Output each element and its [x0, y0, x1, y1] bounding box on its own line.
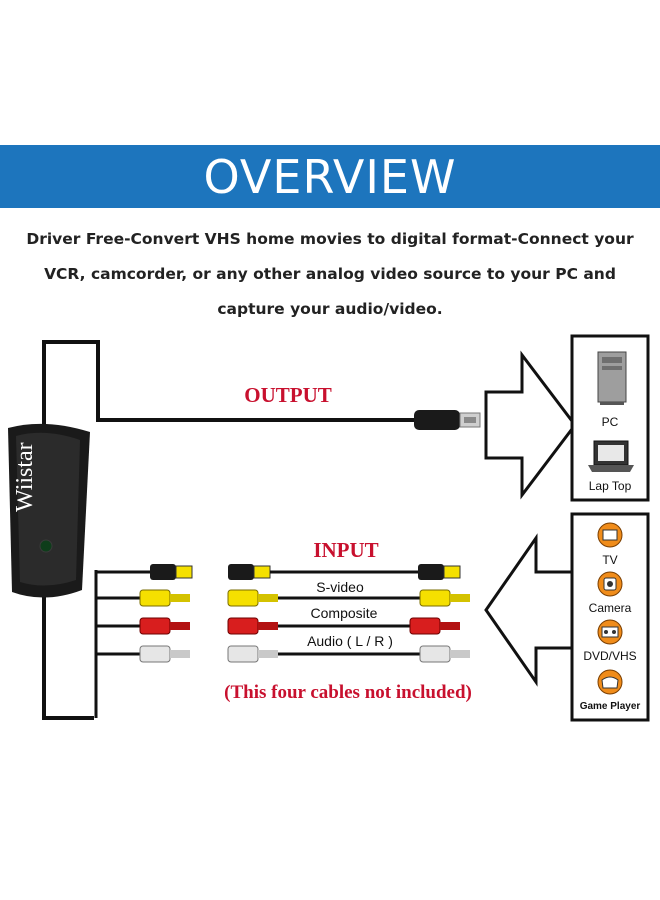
input-label: INPUT	[313, 538, 378, 562]
pc-tower-icon	[597, 351, 627, 405]
cable-row-composite	[96, 589, 470, 607]
output-targets-box: PC Lap Top	[570, 334, 650, 502]
camera-icon	[597, 571, 623, 597]
input-arrow	[484, 533, 574, 687]
intro-line-2: VCR, camcorder, or any other analog vide…	[44, 265, 616, 283]
device-brand: Wiistar	[12, 442, 38, 512]
source-label-tv: TV	[602, 553, 617, 567]
output-arrow	[484, 350, 577, 500]
cable-row-svideo	[96, 564, 461, 580]
input-sources-box: TV Camera DVD/VHS Game Player	[570, 512, 650, 722]
intro-line-3: capture your audio/video.	[217, 300, 443, 318]
input-cable	[42, 595, 94, 720]
intro-text: Driver Free-Convert VHS home movies to d…	[10, 222, 650, 327]
usb-plug	[414, 410, 481, 430]
output-label: OUTPUT	[244, 383, 332, 407]
overview-banner: OVERVIEW	[0, 145, 660, 208]
cables-note: (This four cables not included)	[224, 682, 472, 703]
source-label-camera: Camera	[589, 601, 632, 615]
cable-label-composite: Composite	[311, 605, 378, 621]
cable-row-audio-white	[96, 645, 470, 663]
cable-label-svideo: S-video	[316, 579, 364, 595]
target-label-laptop: Lap Top	[589, 479, 632, 493]
laptop-icon	[588, 440, 634, 472]
dvd-vhs-icon	[597, 619, 623, 645]
cable-row-audio-red	[96, 617, 460, 635]
game-player-icon	[597, 669, 623, 695]
cable-label-audio: Audio ( L / R )	[307, 633, 393, 649]
led-indicator	[39, 539, 53, 553]
usb-cable	[42, 340, 420, 430]
tv-icon	[597, 522, 623, 548]
intro-line-1: Driver Free-Convert VHS home movies to d…	[26, 230, 634, 248]
page-title: OVERVIEW	[203, 149, 457, 204]
capture-device: Wiistar	[8, 423, 90, 598]
source-label-game-player: Game Player	[580, 701, 641, 712]
source-label-dvd-vhs: DVD/VHS	[583, 649, 636, 663]
target-label-pc: PC	[602, 415, 619, 429]
